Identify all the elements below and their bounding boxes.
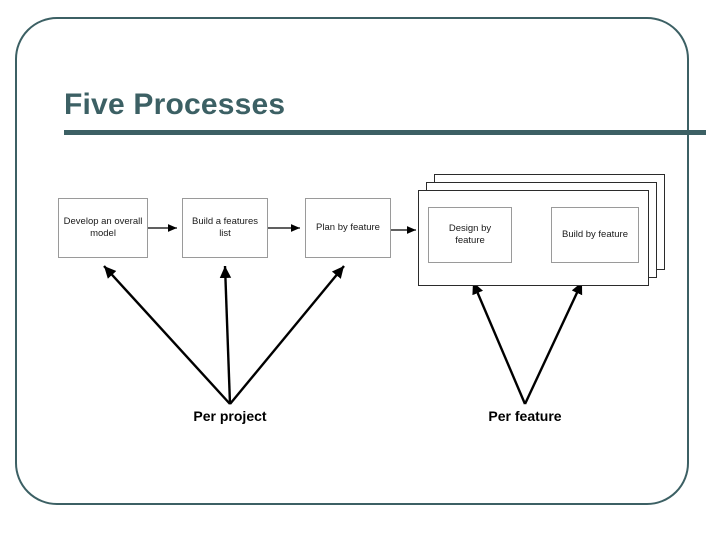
process-box-label: Design by feature <box>448 223 492 246</box>
slide-border-frame <box>15 17 689 505</box>
process-box-plan-by-feature[interactable]: Plan by feature <box>305 198 391 258</box>
process-box-build-by-feature[interactable]: Build by feature <box>551 207 639 263</box>
process-box-label: Build a features list <box>191 216 258 239</box>
process-box-label: Plan by feature <box>316 222 380 234</box>
process-box-label: Build by feature <box>561 229 628 241</box>
arrow-per-project-to-plan <box>229 265 345 405</box>
arrow-per-feature-to-design <box>471 281 527 405</box>
process-box-label: Develop an overall model <box>63 216 143 239</box>
label-per-project: Per project <box>193 408 267 424</box>
arrow-per-project-to-model <box>103 265 231 405</box>
process-box-develop-model[interactable]: Develop an overall model <box>58 198 148 258</box>
arrow-per-project-to-features <box>219 265 232 405</box>
label-per-feature: Per feature <box>488 408 562 424</box>
process-box-build-features[interactable]: Build a features list <box>182 198 268 258</box>
arrow-per-feature-to-build <box>523 281 584 405</box>
process-box-design-by-feature[interactable]: Design by feature <box>428 207 512 263</box>
title-underline-rule <box>64 130 706 135</box>
page-title: Five Processes <box>64 88 286 121</box>
